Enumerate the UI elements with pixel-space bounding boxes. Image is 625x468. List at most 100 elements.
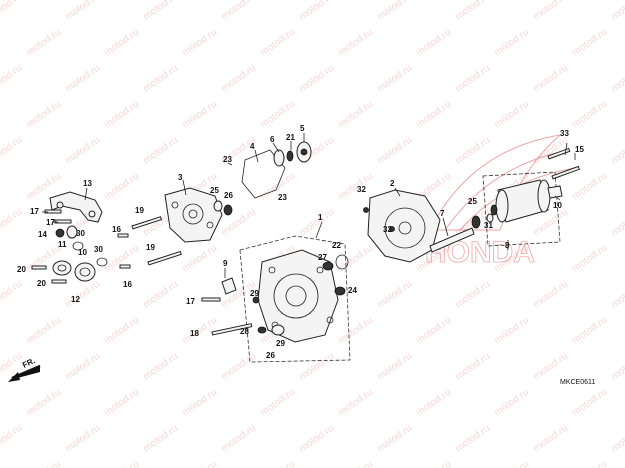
part-33-15-bolts[interactable] (547, 147, 580, 180)
callout-30a: 30 (76, 229, 85, 238)
watermark-text: motod.ru (570, 27, 609, 59)
watermark-text: motod.ru (609, 423, 625, 455)
watermark-text: motod.ru (219, 63, 258, 95)
watermark-text: motod.ru (570, 459, 609, 468)
part-3-cover[interactable] (164, 187, 223, 243)
watermark-text: motod.ru (531, 351, 570, 383)
part-9-bracket[interactable] (221, 277, 237, 295)
part-7-shaft[interactable] (429, 215, 481, 253)
watermark-text: motod.ru (336, 27, 375, 59)
watermark-text: motod.ru (24, 387, 63, 419)
callout-22: 22 (332, 241, 341, 250)
part-1-left-cover[interactable] (239, 235, 351, 363)
callout-10: 10 (78, 248, 87, 257)
callout-21: 21 (286, 133, 295, 142)
callout-31: 31 (484, 221, 493, 230)
watermark-text: motod.ru (570, 99, 609, 131)
part-12-joint[interactable] (74, 262, 96, 282)
callout-25a: 25 (210, 186, 219, 195)
watermark-text: motod.ru (24, 99, 63, 131)
callout-12: 12 (71, 295, 80, 304)
part-30-oring-a[interactable] (72, 241, 84, 251)
watermark-text: motod.ru (570, 171, 609, 203)
callout-29b: 29 (276, 339, 285, 348)
watermark-text: motod.ru (0, 63, 24, 95)
watermark-text: motod.ru (375, 351, 414, 383)
watermark-text: motod.ru (258, 99, 297, 131)
watermark-text: motod.ru (609, 351, 625, 383)
callout-13: 13 (83, 179, 92, 188)
part-18-bolt[interactable] (211, 323, 253, 336)
part-8-starter-motor[interactable] (482, 171, 563, 247)
part-17-bolt-mid[interactable] (201, 297, 221, 302)
watermark-text: motod.ru (336, 243, 375, 275)
watermark-text: motod.ru (375, 0, 414, 22)
part-25-26-seal[interactable] (213, 200, 233, 216)
part-32-pin[interactable] (363, 207, 395, 232)
callout-23a: 23 (223, 155, 232, 164)
watermark-text: motod.ru (375, 135, 414, 167)
watermark-text: motod.ru (297, 207, 336, 239)
watermark-text: motod.ru (570, 315, 609, 347)
front-arrow: FR. (8, 356, 41, 382)
watermark-text: motod.ru (141, 135, 180, 167)
watermark-text: motod.ru (375, 423, 414, 455)
watermark-text: motod.ru (102, 459, 141, 468)
watermark-text: motod.ru (297, 0, 336, 22)
part-14-nut[interactable] (55, 228, 65, 238)
watermark-text: motod.ru (63, 63, 102, 95)
watermark-text: motod.ru (219, 0, 258, 22)
callout-15: 15 (575, 145, 584, 154)
part-24-plug[interactable] (334, 286, 346, 296)
watermark-text: motod.ru (453, 0, 492, 22)
callout-11: 11 (58, 240, 67, 249)
watermark-text: motod.ru (180, 99, 219, 131)
watermark-text: motod.ru (453, 63, 492, 95)
watermark-text: motod.ru (336, 315, 375, 347)
watermark-text: motod.ru (531, 423, 570, 455)
watermark-text: motod.ru (141, 351, 180, 383)
part-17-bolts[interactable] (44, 209, 72, 224)
watermark-text: motod.ru (375, 279, 414, 311)
watermark-text: motod.ru (0, 207, 24, 239)
part-27-22-oring[interactable] (322, 254, 349, 271)
watermark-text: motod.ru (414, 27, 453, 59)
part-23-gasket[interactable] (241, 149, 286, 199)
part-2-cover[interactable] (367, 189, 441, 263)
watermark-text: motod.ru (453, 279, 492, 311)
part-10-oring[interactable] (52, 260, 72, 276)
part-6-21-5-impeller[interactable] (273, 141, 312, 167)
part-20-bolts[interactable] (31, 265, 67, 284)
watermark-text: motod.ru (297, 351, 336, 383)
callout-28: 28 (240, 327, 249, 336)
part-25-31-starter[interactable] (486, 204, 498, 223)
watermark-text: motod.ru (63, 279, 102, 311)
diagram-code: MKCE0611 (560, 379, 595, 386)
watermark-text: motod.ru (492, 27, 531, 59)
part-30-oring-b[interactable] (96, 257, 108, 267)
watermark-text: motod.ru (24, 459, 63, 468)
watermark-text: motod.ru (141, 423, 180, 455)
watermark-text: motod.ru (0, 279, 24, 311)
callout-19b: 19 (146, 243, 155, 252)
watermark-text: motod.ru (0, 0, 24, 22)
watermark-text: motod.ru (453, 351, 492, 383)
part-11-collar[interactable] (66, 225, 78, 239)
callout-10b: 10 (553, 201, 562, 210)
part-13-bracket[interactable] (49, 191, 103, 223)
callout-labels: 13 17 17 14 11 30 10 30 20 20 12 3 25 26… (17, 124, 584, 360)
watermark-text: motod.ru (180, 243, 219, 275)
watermark-text: motod.ru (336, 459, 375, 468)
watermark-text: motod.ru (63, 423, 102, 455)
watermark-text: motod.ru (609, 63, 625, 95)
watermark-text: motod.ru (492, 459, 531, 468)
watermark-text: motod.ru (219, 423, 258, 455)
callout-32b: 32 (383, 225, 392, 234)
part-16-bolts[interactable] (117, 233, 131, 269)
part-28-29-seals[interactable] (252, 296, 285, 336)
watermark-text: motod.ru (63, 135, 102, 167)
part-19-bolts[interactable] (131, 216, 182, 266)
watermark-text: motod.ru (102, 171, 141, 203)
watermark-text: motod.ru (297, 63, 336, 95)
